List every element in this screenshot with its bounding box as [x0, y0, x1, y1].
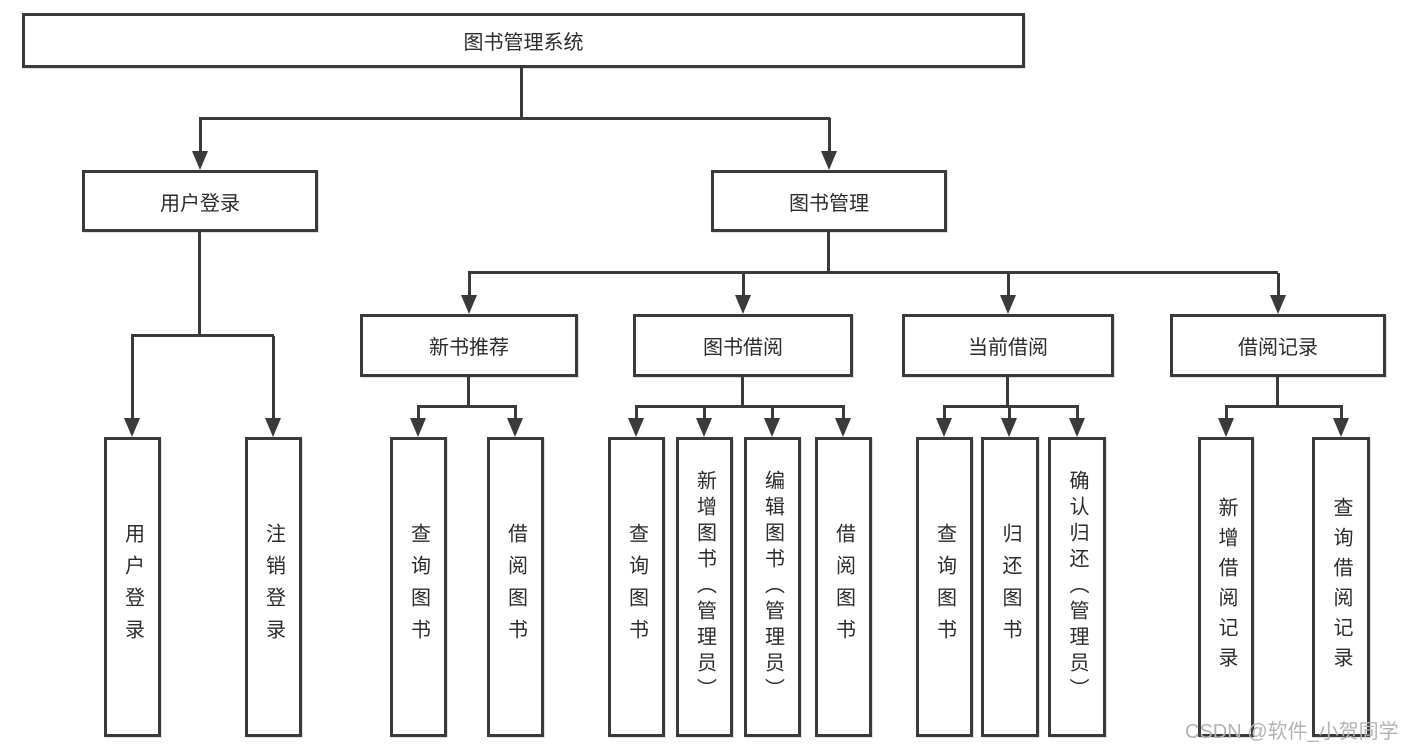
connector-arrow-stem [131, 336, 134, 419]
arrow-down-icon [735, 295, 751, 314]
leaf-query-books-recommend: 查询图书 [390, 437, 447, 737]
connector-new-book-branch [417, 405, 517, 408]
leaf-query-books-recommend-label: 查询图书 [407, 523, 430, 651]
leaf-query-borrow-record: 查询借阅记录 [1312, 437, 1370, 737]
leaf-query-books-current: 查询图书 [916, 437, 973, 737]
leaf-return-books: 归还图书 [981, 437, 1039, 737]
connector-arrow-stem [1007, 273, 1010, 296]
arrow-down-icon [507, 418, 523, 437]
watermark: CSDN @软件_小贺同学 [1185, 721, 1399, 743]
arrow-down-icon [1270, 295, 1286, 314]
connector-borrow-records-stem [1276, 375, 1279, 407]
leaf-add-borrow-record-label: 新增借阅记录 [1215, 497, 1237, 677]
leaf-add-book-admin-label: 新增图书（管理员） [693, 470, 716, 704]
arrow-down-icon [265, 418, 281, 437]
arrow-down-icon [1000, 295, 1016, 314]
connector-root-stem [520, 66, 523, 118]
node-new-book-recommend-label: 新书推荐 [429, 337, 509, 359]
connector-arrow-stem [1008, 407, 1011, 419]
arrow-down-icon [1001, 418, 1017, 437]
connector-arrow-stem [635, 407, 638, 419]
leaf-confirm-return-admin-label: 确认归还（管理员） [1066, 470, 1088, 704]
leaf-borrow-books-recommend-label: 借阅图书 [504, 523, 527, 651]
arrow-down-icon [461, 295, 477, 314]
connector-current-borrow-branch [943, 405, 1079, 408]
arrow-down-icon [192, 151, 208, 170]
node-book-management: 图书管理 [711, 170, 947, 232]
leaf-add-book-admin: 新增图书（管理员） [676, 437, 733, 737]
arrow-down-icon [124, 418, 140, 437]
connector-arrow-stem [771, 407, 774, 419]
connector-current-borrow-stem [1006, 375, 1009, 407]
leaf-logout-label: 注销登录 [262, 523, 285, 651]
connector-arrow-stem [828, 118, 831, 152]
leaf-borrow-books: 借阅图书 [815, 437, 872, 737]
connector-arrow-stem [842, 407, 845, 419]
leaf-user-login: 用户登录 [104, 437, 161, 737]
connector-new-book-stem [467, 375, 470, 407]
node-borrow-records-label: 借阅记录 [1238, 337, 1318, 359]
arrow-down-icon [936, 418, 952, 437]
connector-level3-branch [468, 271, 1278, 274]
connector-book-borrow-branch [635, 405, 845, 408]
arrow-down-icon [1069, 418, 1085, 437]
node-book-borrow-label: 图书借阅 [703, 337, 783, 359]
connector-level2-branch [199, 117, 830, 120]
leaf-edit-book-admin-label: 编辑图书（管理员） [761, 470, 784, 704]
connector-user-login-stem [198, 230, 201, 336]
arrow-down-icon [696, 418, 712, 437]
arrow-down-icon [628, 418, 644, 437]
connector-borrow-records-branch [1225, 405, 1343, 408]
node-book-borrow: 图书借阅 [633, 314, 853, 377]
leaf-confirm-return-admin: 确认归还（管理员） [1048, 437, 1106, 737]
arrow-down-icon [1333, 418, 1349, 437]
leaf-return-books-label: 归还图书 [999, 523, 1021, 651]
arrow-down-icon [410, 418, 426, 437]
node-user-login: 用户登录 [82, 170, 318, 232]
leaf-add-borrow-record: 新增借阅记录 [1198, 437, 1254, 737]
leaf-user-login-label: 用户登录 [121, 523, 144, 651]
connector-arrow-stem [943, 407, 946, 419]
arrow-down-icon [835, 418, 851, 437]
connector-book-mgmt-stem [827, 230, 830, 274]
leaf-query-books-current-label: 查询图书 [933, 523, 956, 651]
leaf-query-books-borrow-label: 查询图书 [625, 523, 648, 651]
leaf-borrow-books-recommend: 借阅图书 [487, 437, 544, 737]
leaf-query-books-borrow: 查询图书 [608, 437, 665, 737]
node-current-borrow-label: 当前借阅 [968, 337, 1048, 359]
connector-arrow-stem [199, 118, 202, 152]
leaf-borrow-books-label: 借阅图书 [832, 523, 855, 651]
node-current-borrow: 当前借阅 [902, 314, 1114, 377]
node-borrow-records: 借阅记录 [1170, 314, 1386, 377]
connector-arrow-stem [1225, 407, 1228, 419]
connector-book-borrow-stem [741, 375, 744, 407]
node-book-management-label: 图书管理 [789, 192, 869, 215]
leaf-query-borrow-record-label: 查询借阅记录 [1330, 497, 1352, 677]
arrow-down-icon [1218, 418, 1234, 437]
connector-arrow-stem [703, 407, 706, 419]
connector-arrow-stem [468, 273, 471, 296]
node-library-system-label: 图书管理系统 [463, 32, 584, 54]
connector-arrow-stem [514, 407, 517, 419]
leaf-edit-book-admin: 编辑图书（管理员） [744, 437, 801, 737]
connector-arrow-stem [1076, 407, 1079, 419]
leaf-logout: 注销登录 [245, 437, 302, 737]
node-library-system: 图书管理系统 [22, 13, 1025, 68]
connector-arrow-stem [272, 336, 275, 419]
connector-user-login-branch [131, 334, 274, 337]
node-new-book-recommend: 新书推荐 [360, 314, 578, 377]
connector-arrow-stem [417, 407, 420, 419]
arrow-down-icon [764, 418, 780, 437]
connector-arrow-stem [1277, 273, 1280, 296]
arrow-down-icon [821, 151, 837, 170]
node-user-login-label: 用户登录 [160, 192, 240, 215]
connector-arrow-stem [742, 273, 745, 296]
connector-arrow-stem [1340, 407, 1343, 419]
